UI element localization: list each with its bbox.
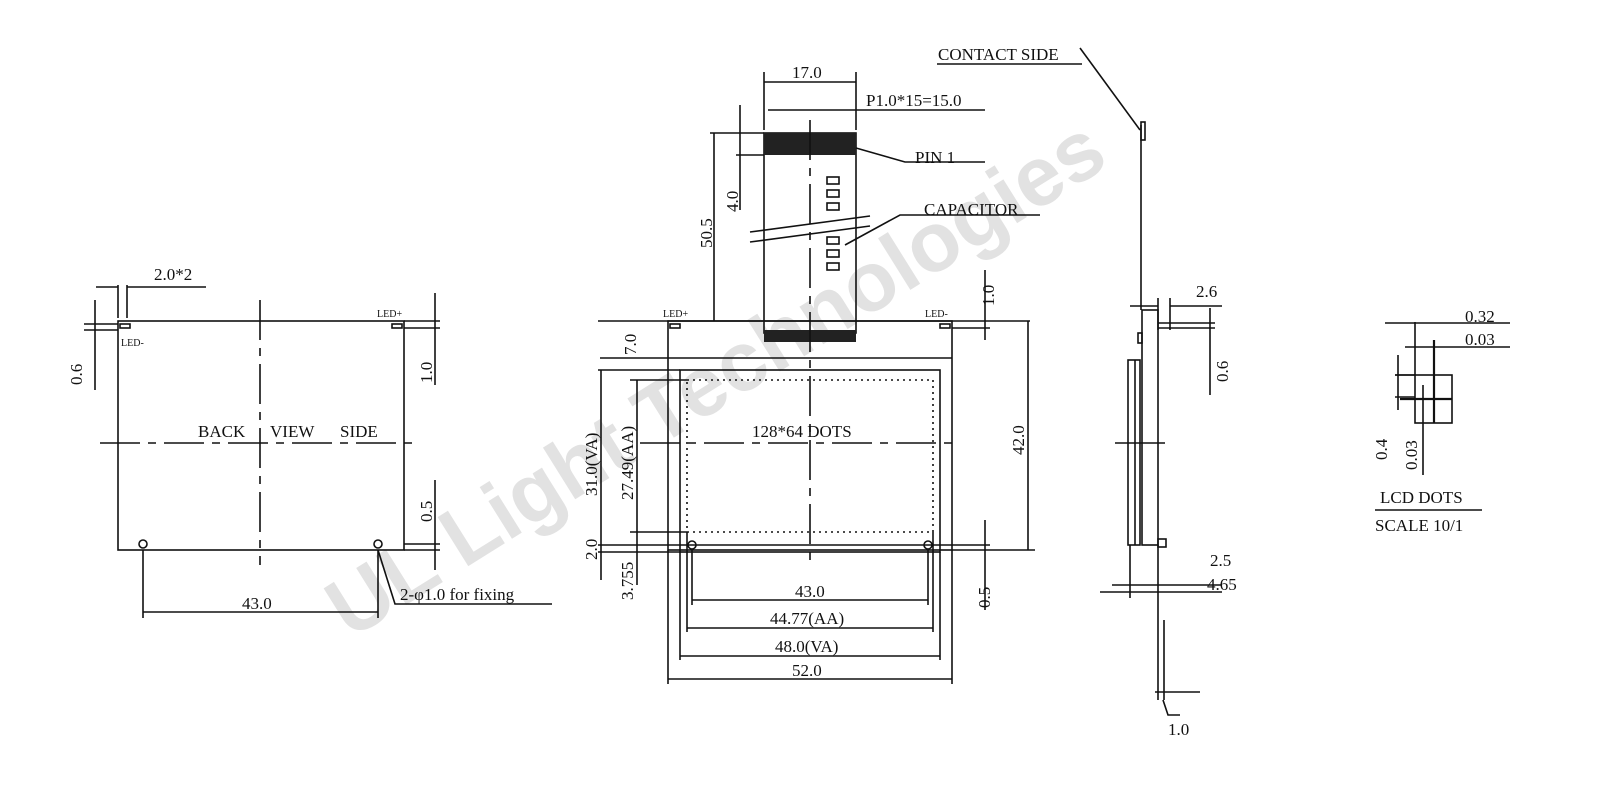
contact-side-callout: CONTACT SIDE	[938, 45, 1059, 64]
dim-va-width: 48.0(VA)	[775, 637, 838, 656]
dim-label: 1.0	[417, 362, 436, 383]
dim-label: 4.65	[1207, 575, 1237, 594]
dim-label: 0.03	[1465, 330, 1495, 349]
dim-label: 0.03	[1402, 440, 1421, 470]
back-view-outline	[117, 320, 405, 551]
dim-hole-spacing: 43.0	[242, 594, 272, 613]
dim-hole-spacing: 43.0	[795, 582, 825, 601]
dim-label: 3.755	[618, 562, 637, 600]
module-outline	[667, 320, 953, 551]
view-title-side: SIDE	[340, 422, 378, 441]
detail-title: LCD DOTS	[1380, 488, 1463, 507]
led-minus-label: LED-	[925, 309, 948, 320]
dim-label: 2.5	[1210, 551, 1231, 570]
dim-pin-pitch: P1.0*15=15.0	[866, 91, 962, 110]
viewing-area	[679, 369, 941, 553]
dim-label: 2.0	[582, 539, 601, 560]
dim-label: 0.6	[67, 364, 86, 385]
front-view: 17.0 P1.0*15=15.0 PIN 1 CAPACITOR 4.0 50…	[582, 63, 1040, 684]
dim-aa-width: 44.77(AA)	[770, 609, 844, 628]
pin1-callout: PIN 1	[915, 148, 955, 167]
back-view: 2.0*2 LED+ LED- 0.6 1.0 BACK VIEW SIDE 0…	[67, 265, 552, 618]
dim-label: 50.5	[697, 218, 716, 248]
resolution-label: 128*64 DOTS	[752, 422, 852, 441]
led-plus-label: LED+	[377, 309, 402, 320]
dim-height: 42.0	[1009, 425, 1028, 455]
fixing-hole	[373, 539, 383, 549]
led-minus-pad	[119, 323, 131, 329]
dim-width: 52.0	[792, 661, 822, 680]
capacitor-pads	[826, 176, 840, 271]
led-minus-label: LED-	[121, 338, 144, 349]
dim-label: 0.5	[975, 587, 994, 608]
dim-label: 0.5	[417, 501, 436, 522]
side-view: CONTACT SIDE 2.6 0.6 2.5 4.65 1.0	[937, 45, 1237, 739]
dim-va-height: 31.0(VA)	[582, 433, 601, 496]
dim-label: 1.0	[1168, 720, 1189, 739]
led-plus-pad	[391, 323, 403, 329]
dim-label: 0.4	[1372, 438, 1391, 460]
capacitor-callout: CAPACITOR	[924, 200, 1019, 219]
view-title-back: BACK	[198, 422, 246, 441]
dim-label: 4.0	[723, 191, 742, 212]
view-title-view: VIEW	[270, 422, 315, 441]
dim-fpc-width: 17.0	[792, 63, 822, 82]
dim-label: 7.0	[621, 334, 640, 355]
active-area	[686, 379, 934, 533]
dim-label: 0.6	[1213, 361, 1232, 382]
dot-detail: 0.32 0.03 0.4 0.03 LCD DOTS SCALE 10/1	[1372, 307, 1510, 535]
dim-label: 2.6	[1196, 282, 1217, 301]
dim-label: 0.32	[1465, 307, 1495, 326]
dim-aa-height: 27.49(AA)	[618, 426, 637, 500]
fixing-note: 2-φ1.0 for fixing	[400, 585, 515, 604]
dim-label: 1.0	[979, 285, 998, 306]
dim-pitch-label: 2.0*2	[154, 265, 192, 284]
detail-scale: SCALE 10/1	[1375, 516, 1463, 535]
led-plus-label: LED+	[663, 309, 688, 320]
fixing-hole	[138, 539, 148, 549]
